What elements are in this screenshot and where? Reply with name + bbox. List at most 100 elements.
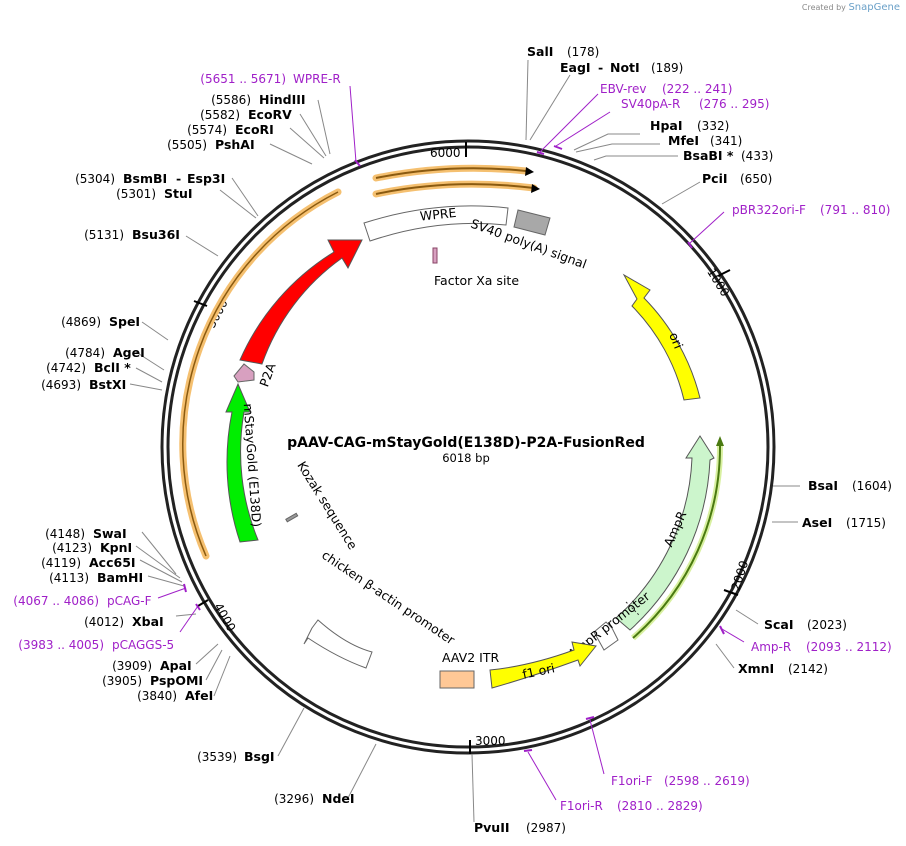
site-name: BsaI: [808, 478, 838, 493]
tick-4000: 4000: [197, 599, 239, 634]
site-labels-right: SalI (178) EagI - NotI (189) HpaI (332) …: [474, 44, 892, 835]
primer-name: pBR322ori-F: [732, 203, 806, 217]
feature-label-f1-ori: f1 ori: [521, 660, 556, 681]
site-name: HindIII: [259, 92, 306, 107]
site-spei: (4869) SpeI: [61, 314, 140, 329]
site-name: Acc65I: [89, 555, 136, 570]
site-ecorv: (5582) EcoRV: [200, 107, 292, 122]
feature-kozak: Kozak sequence: [285, 459, 361, 553]
backbone: [160, 139, 776, 755]
primer-name: F1ori-F: [611, 774, 652, 788]
site-bcli: (4742) BclI *: [46, 360, 131, 375]
site-acc65i: (4119) Acc65I: [41, 555, 135, 570]
site-pos: (433): [741, 149, 773, 163]
tick-label-3000: 3000: [475, 734, 506, 748]
site-pos: (1715): [846, 516, 886, 530]
site-name: NdeI: [322, 791, 355, 806]
site-name: MfeI: [668, 133, 699, 148]
site-pos: (4693): [41, 378, 81, 392]
site-pos: (650): [740, 172, 772, 186]
site-pos: (4869): [61, 315, 101, 329]
feature-cba-promoter: chicken β-actin promoter: [303, 547, 458, 669]
site-apai: (3909) ApaI: [112, 658, 192, 673]
site-bsgi: (3539) BsgI: [197, 749, 274, 764]
primer-name: SV40pA-R: [621, 97, 680, 111]
primer-f1ori-f: F1ori-F (2598 .. 2619): [611, 774, 750, 788]
site-pos: (3296): [274, 792, 314, 806]
site-pcii: PciI (650): [702, 171, 772, 186]
feature-factor-xa: Factor Xa site: [432, 247, 519, 288]
site-name: PciI: [702, 171, 728, 186]
feature-label-fusionred: FusionRed: [301, 288, 352, 347]
plasmid-length: 6018 bp: [442, 451, 490, 465]
site-bamhi: (4113) BamHI: [49, 570, 143, 585]
orf-arcs-top: [372, 164, 540, 198]
site-bsabi: BsaBI * (433): [683, 148, 773, 163]
primer-name: EBV-rev: [600, 82, 646, 96]
primer-wpre-r: (5651 .. 5671) WPRE-R: [200, 72, 340, 86]
primer-range: (276 .. 295): [699, 97, 769, 111]
primer-range: (2598 .. 2619): [664, 774, 750, 788]
site-pos: (2142): [788, 662, 828, 676]
credit-prefix: Created by: [801, 3, 846, 12]
site-afei: (3840) AfeI: [137, 688, 213, 703]
primer-ebv-rev: EBV-rev (222 .. 241): [600, 82, 732, 96]
site-name: StuI: [164, 186, 193, 201]
site-bstxi: (4693) BstXI: [41, 377, 126, 392]
site-name: AseI: [802, 515, 832, 530]
site-ndei: (3296) NdeI: [274, 791, 354, 806]
feature-p2a: P2A: [233, 361, 279, 389]
site-name: BstXI: [89, 377, 126, 392]
primer-labels: (5651 .. 5671) WPRE-R EBV-rev (222 .. 24…: [13, 72, 891, 813]
site-asei: AseI (1715): [802, 515, 886, 530]
site-sep: -: [176, 171, 181, 186]
site-pos: (5304): [75, 172, 115, 186]
site-name: Bsu36I: [132, 227, 180, 242]
site-pvuii: PvuII (2987): [474, 820, 566, 835]
primer-name: pCAGGS-5: [112, 638, 174, 652]
site-name2: NotI: [610, 60, 640, 75]
site-agei: (4784) AgeI: [65, 345, 145, 360]
site-xbai: (4012) XbaI: [84, 614, 164, 629]
site-eagi-noti: EagI - NotI (189): [560, 60, 683, 75]
site-pos: (178): [567, 45, 599, 59]
site-pos: (4123): [52, 541, 92, 555]
primer-sv40pa-r: SV40pA-R (276 .. 295): [621, 97, 769, 111]
site-name: BamHI: [97, 570, 143, 585]
site-name: SwaI: [93, 526, 127, 541]
feature-label-ori: ori: [666, 330, 686, 351]
tick-1000: 1000: [704, 266, 732, 299]
primer-name: pCAG-F: [107, 594, 152, 608]
site-pos: (5301): [116, 187, 156, 201]
primer-leaders: [157, 85, 745, 801]
primer-name: WPRE-R: [293, 72, 341, 86]
site-pos: (4148): [45, 527, 85, 541]
primer-range: (222 .. 241): [662, 82, 732, 96]
site-name: PshAI: [215, 137, 255, 152]
feature-wpre: WPRE: [363, 205, 509, 242]
site-pos: (4784): [65, 346, 105, 360]
plasmid-name: pAAV-CAG-mStayGold(E138D)-P2A-FusionRed: [287, 435, 645, 451]
site-pos: (189): [651, 61, 683, 75]
ampr-highlight-arc: [631, 436, 724, 641]
site-name: BsmBI: [123, 171, 167, 186]
feature-mstaygold: mStayGold (E138D): [225, 382, 264, 543]
site-name: BclI *: [94, 360, 131, 375]
site-pos: (3909): [112, 659, 152, 673]
site-pos: (3905): [102, 674, 142, 688]
site-pos: (5505): [167, 138, 207, 152]
site-name: EcoRI: [235, 122, 274, 137]
site-swai: (4148) SwaI: [45, 526, 127, 541]
primer-range: (2093 .. 2112): [806, 640, 892, 654]
feature-aav2-itr: AAV2 ITR: [439, 650, 499, 689]
site-sep: -: [598, 60, 603, 75]
feature-label-wpre: WPRE: [419, 205, 457, 224]
site-name2: Esp3I: [187, 171, 225, 186]
feature-label-kozak: Kozak sequence: [294, 459, 360, 553]
primer-name: Amp-R: [751, 640, 791, 654]
site-name: ApaI: [160, 658, 192, 673]
primer-range: (791 .. 810): [820, 203, 890, 217]
site-stui: (5301) StuI: [116, 186, 192, 201]
site-name: XmnI: [738, 661, 774, 676]
feature-f1-ori: f1 ori: [489, 641, 597, 689]
